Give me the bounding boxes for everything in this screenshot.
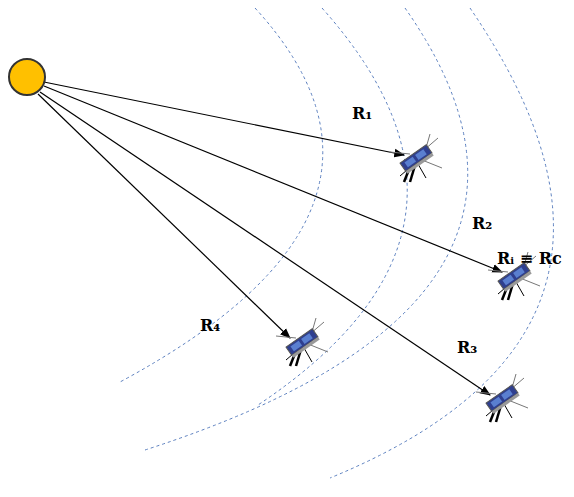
vector-label: R₄ — [200, 318, 220, 334]
vector-label: R₃ — [457, 340, 477, 356]
vector-label: R₂ — [472, 216, 492, 232]
vector-label: Rᵢ ≡ Rc — [497, 251, 562, 267]
vector-label: R₁ — [352, 106, 372, 122]
